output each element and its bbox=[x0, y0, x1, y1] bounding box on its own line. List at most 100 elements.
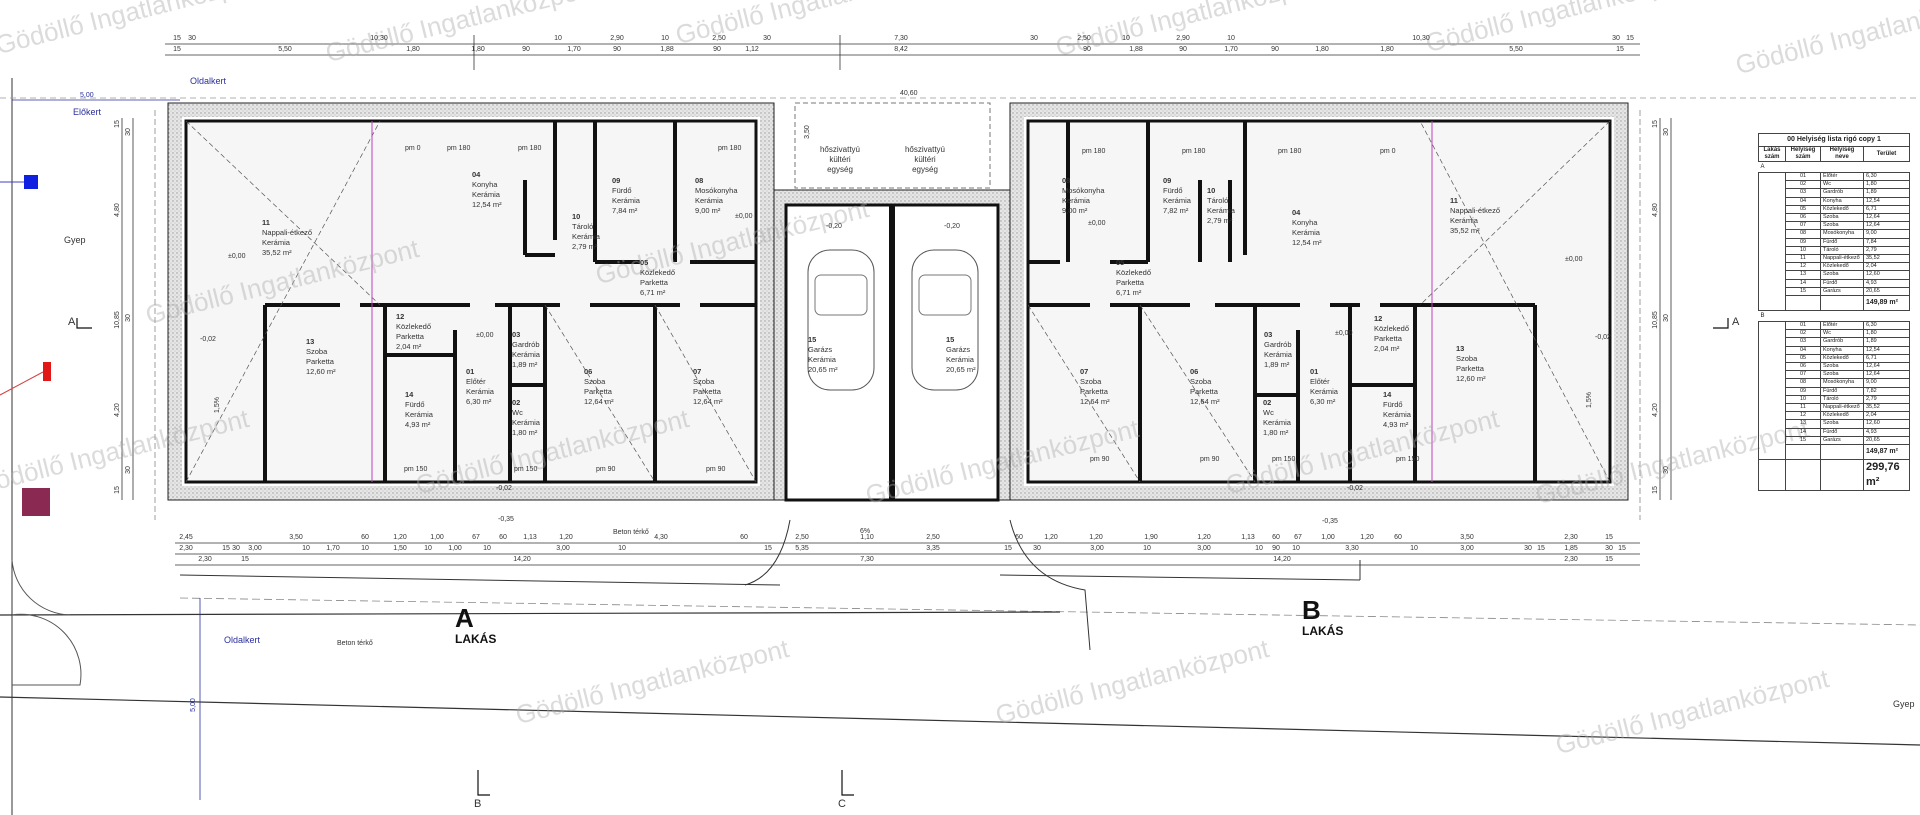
schedule-unit-cell bbox=[1758, 171, 1786, 312]
dimension-label: 30 bbox=[1524, 545, 1532, 552]
room-name: Szoba bbox=[693, 377, 715, 386]
dimension-label: 1,13 bbox=[523, 534, 537, 541]
room-name-cell: Előtér bbox=[1820, 171, 1864, 182]
room-name: Nappali-étkező bbox=[262, 228, 313, 237]
dimension-label: 2,50 bbox=[795, 534, 809, 541]
room-floor: Parketta bbox=[1374, 334, 1402, 343]
annotation-label: -0,02 bbox=[200, 336, 216, 343]
dimension-label: 3,00 bbox=[1197, 545, 1211, 552]
room-number-cell: 03 bbox=[1785, 188, 1821, 198]
room-number-cell: 01 bbox=[1785, 321, 1821, 331]
annotation-label: -0,02 bbox=[1347, 485, 1363, 492]
room-number: 08 bbox=[1062, 176, 1071, 185]
room-floor: Kerámia bbox=[1292, 228, 1320, 237]
room-number: 09 bbox=[1163, 176, 1172, 185]
annotation-label: ±0,00 bbox=[1335, 330, 1353, 337]
dimension-label: 1,70 bbox=[326, 545, 340, 552]
room-name-cell: Gardrób bbox=[1820, 188, 1864, 198]
room-area: 1,89 m² bbox=[512, 360, 538, 369]
room-name: Wc bbox=[1263, 408, 1274, 417]
room-floor: Kerámia bbox=[262, 238, 290, 247]
room-name: Wc bbox=[512, 408, 523, 417]
room-area-cell: 9,00 bbox=[1863, 229, 1910, 239]
room-number: 13 bbox=[306, 337, 315, 346]
schedule-subtotal: 149,87 m² bbox=[1863, 444, 1910, 461]
unit-letter: A bbox=[455, 603, 474, 633]
room-name-cell: Szoba bbox=[1820, 270, 1864, 280]
lawn-label: Gyep bbox=[64, 235, 86, 245]
room-area: 1,89 m² bbox=[1264, 360, 1290, 369]
room-name: Gardrób bbox=[1264, 340, 1292, 349]
annotation-label: pm 150 bbox=[514, 466, 538, 473]
room-floor: Kerámia bbox=[512, 350, 540, 359]
dimension-label: 10 bbox=[361, 545, 369, 552]
schedule-total-row: 299,76 m² bbox=[1758, 459, 1910, 492]
room-name-cell: Közlekedő bbox=[1820, 204, 1864, 215]
room-name-cell: Előtér bbox=[1820, 321, 1864, 331]
room-number-cell: 04 bbox=[1785, 345, 1821, 355]
room-area-cell: 12,64 bbox=[1863, 213, 1910, 223]
room-number-cell: 07 bbox=[1785, 370, 1821, 380]
dimension-label: 30 bbox=[232, 545, 240, 552]
dimension-label: 1,12 bbox=[745, 46, 759, 53]
dimension-label: 15 bbox=[1652, 120, 1659, 128]
room-area: 6,71 m² bbox=[640, 288, 666, 297]
dimension-label: 30 bbox=[763, 35, 771, 42]
water-meter-box bbox=[24, 175, 38, 189]
room-name-cell: Mosókonyha bbox=[1820, 378, 1864, 388]
room-name: Mosókonyha bbox=[695, 186, 738, 195]
annotation-label: pm 180 bbox=[447, 145, 471, 152]
room-area-cell: 6,71 bbox=[1863, 353, 1910, 364]
room-number: 07 bbox=[1080, 367, 1089, 376]
room-number: 10 bbox=[572, 212, 581, 221]
room-name-cell: Tároló bbox=[1820, 245, 1864, 256]
room-number: 13 bbox=[1456, 344, 1465, 353]
room-name: Szoba bbox=[306, 347, 328, 356]
dimension-label: 2,30 bbox=[179, 545, 193, 552]
room-number: 06 bbox=[584, 367, 593, 376]
room-number-cell: 13 bbox=[1785, 419, 1821, 429]
dimension-label: 90 bbox=[522, 46, 530, 53]
dimension-label: 15 bbox=[1626, 35, 1634, 42]
heat-pump-text: hőszivattyú bbox=[819, 145, 861, 154]
room-name-cell: Szoba bbox=[1820, 221, 1864, 231]
dimension-label: 1,20 bbox=[1044, 534, 1058, 541]
dimension-label: 30 bbox=[1663, 466, 1670, 474]
empty-cell bbox=[1785, 295, 1821, 312]
room-number-cell: 06 bbox=[1785, 213, 1821, 223]
annotation-label: ±0,00 bbox=[476, 332, 494, 339]
schedule-group-name: B bbox=[1760, 313, 1765, 320]
room-number: 05 bbox=[640, 258, 649, 267]
dimension-label: 15 bbox=[114, 120, 121, 128]
dimension-label: 3,35 bbox=[926, 545, 940, 552]
room-area: 12,60 m² bbox=[306, 367, 336, 376]
dimension-label: 4,20 bbox=[1652, 403, 1659, 417]
room-floor: Parketta bbox=[584, 387, 612, 396]
annotation-label: pm 90 bbox=[1090, 456, 1110, 463]
room-number-cell: 05 bbox=[1785, 353, 1821, 364]
heat-pump-text: kültéri bbox=[914, 155, 936, 164]
room-name-cell: Nappali-étkező bbox=[1820, 403, 1864, 413]
room-floor: Kerámia bbox=[1264, 350, 1292, 359]
room-number: 10 bbox=[1207, 186, 1216, 195]
room-floor: Parketta bbox=[640, 278, 668, 287]
dimension-label: 3,00 bbox=[1460, 545, 1474, 552]
room-area: 12,64 m² bbox=[1080, 397, 1110, 406]
room-name-cell: Fürdő bbox=[1820, 386, 1864, 396]
room-number: 09 bbox=[612, 176, 621, 185]
annotation-label: ±0,00 bbox=[1565, 256, 1583, 263]
dimension-label: 10,85 bbox=[114, 311, 121, 329]
